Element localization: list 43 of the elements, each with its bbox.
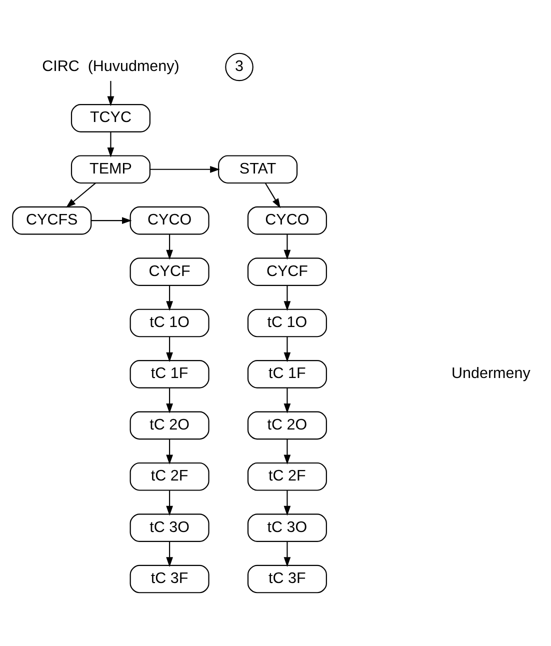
node-box: tC 2F	[247, 462, 327, 491]
node-box: CYCO	[130, 206, 210, 235]
arrow	[166, 388, 173, 414]
node-box: tC 3O	[130, 514, 210, 542]
arrow	[166, 439, 173, 465]
node-text: CIRC (Huvudmeny)	[42, 58, 180, 76]
node-box: tC 2O	[130, 411, 210, 440]
node-box: CYCF	[247, 258, 327, 286]
arrow	[107, 80, 114, 106]
node-box: tC 1F	[247, 360, 327, 388]
node-box: tC 1O	[130, 308, 210, 338]
arrow	[284, 234, 291, 260]
arrow	[265, 183, 280, 208]
arrow	[166, 336, 173, 362]
arrow	[91, 217, 132, 224]
arrow	[166, 490, 173, 516]
arrow	[284, 542, 291, 567]
arrow	[284, 439, 291, 465]
arrow	[284, 286, 291, 311]
node-circle: 3	[225, 52, 254, 82]
node-box: tC 1F	[130, 360, 210, 388]
arrow	[166, 286, 173, 311]
arrow	[166, 542, 173, 567]
node-box: tC 3O	[247, 514, 327, 542]
arrow	[107, 132, 114, 158]
arrow	[150, 166, 220, 173]
node-box: TCYC	[70, 104, 150, 132]
node-box: CYCF	[130, 258, 210, 286]
node-box: tC 1O	[247, 308, 327, 338]
arrow	[284, 490, 291, 516]
arrow	[66, 182, 96, 208]
node-box: tC 2F	[130, 462, 210, 491]
arrow	[284, 336, 291, 362]
node-box: CYCFS	[12, 206, 92, 235]
node-box: tC 2O	[247, 411, 327, 440]
node-box: CYCO	[247, 206, 327, 235]
node-box: STAT	[218, 155, 298, 184]
node-box: tC 3F	[130, 564, 210, 594]
node-box: tC 3F	[247, 564, 327, 594]
label: Undermeny	[452, 365, 530, 382]
node-box: TEMP	[70, 155, 150, 184]
arrow	[166, 234, 173, 260]
arrow	[284, 388, 291, 414]
